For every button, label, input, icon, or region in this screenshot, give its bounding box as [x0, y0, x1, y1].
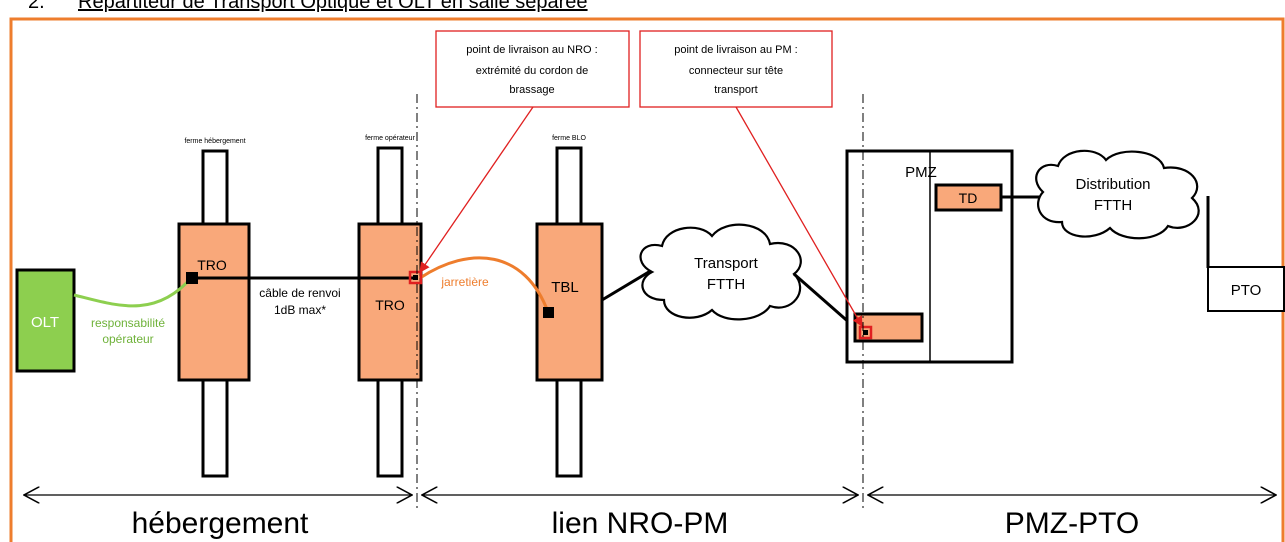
responsabilite-label-line2: opérateur: [102, 332, 153, 346]
transport-cloud-line2: FTTH: [707, 276, 745, 293]
section-heading: 2. Répartiteur de Transport Optique et OL…: [28, 0, 588, 14]
ferme-operateur-label: ferme opérateur: [365, 135, 415, 142]
ferme-hebergement-label: ferme hébergement: [184, 138, 245, 145]
pto-label: PTO: [1231, 282, 1262, 299]
tro-left-box: [177, 222, 251, 382]
pmz-label: PMZ: [905, 164, 937, 181]
zone-pmz-pto-label: PMZ-PTO: [1005, 507, 1139, 540]
cable-label-line2: 1dB max*: [274, 303, 326, 317]
distribution-cloud-line2: FTTH: [1094, 197, 1132, 214]
tro-left-label: TRO: [197, 257, 227, 273]
tbl-transport-link: [601, 268, 653, 302]
section-title: Répartiteur de Transport Optique et OLT …: [78, 0, 588, 13]
responsabilite-label-line1: responsabilité: [91, 316, 165, 330]
distribution-cloud: [1035, 149, 1200, 240]
transport-cloud-line1: Transport: [694, 255, 758, 272]
tbl-box: [535, 222, 604, 382]
jarretiere-label: jarretière: [440, 275, 489, 289]
pm-delivery-connector-dot: [863, 330, 868, 335]
ferme-blo-label: ferme BLO: [552, 135, 586, 142]
callout-nro-line1: point de livraison au NRO :: [466, 44, 597, 56]
tro-left-connector: [186, 272, 198, 284]
jarretiere-link: [419, 256, 550, 313]
callout-nro-line3: brassage: [509, 84, 554, 96]
pto-box: [1207, 266, 1285, 312]
cable-label-line1: câble de renvoi: [259, 286, 340, 300]
callout-nro-arrow: [419, 106, 534, 273]
tbl-label: TBL: [551, 279, 579, 296]
pm-delivery-connector: [858, 325, 873, 340]
callout-nro: [435, 30, 630, 108]
td-label: TD: [959, 190, 978, 206]
zone-hebergement-label: hébergement: [132, 507, 309, 540]
tro-right-label: TRO: [375, 297, 405, 313]
zone-lien-label: lien NRO-PM: [552, 507, 729, 540]
callout-pm: [639, 30, 833, 108]
tbl-connector: [543, 307, 554, 318]
transport-cloud: [639, 223, 802, 321]
tro-right-box: [357, 222, 423, 382]
responsabilite-link: [73, 276, 194, 308]
callout-pm-line2: connecteur sur tête: [689, 65, 783, 77]
olt-box: [15, 268, 76, 373]
nro-delivery-connector: [408, 270, 423, 285]
nro-delivery-connector-dot: [413, 275, 418, 280]
callout-pm-line1: point de livraison au PM :: [674, 44, 798, 56]
section-number: 2.: [28, 0, 45, 13]
callout-pm-line3: transport: [714, 84, 757, 96]
callout-pm-arrow: [735, 106, 863, 327]
olt-label: OLT: [31, 314, 59, 331]
td-box: [934, 183, 1003, 212]
callout-nro-line2: extrémité du cordon de: [476, 65, 589, 77]
distribution-cloud-line1: Distribution: [1075, 176, 1150, 193]
